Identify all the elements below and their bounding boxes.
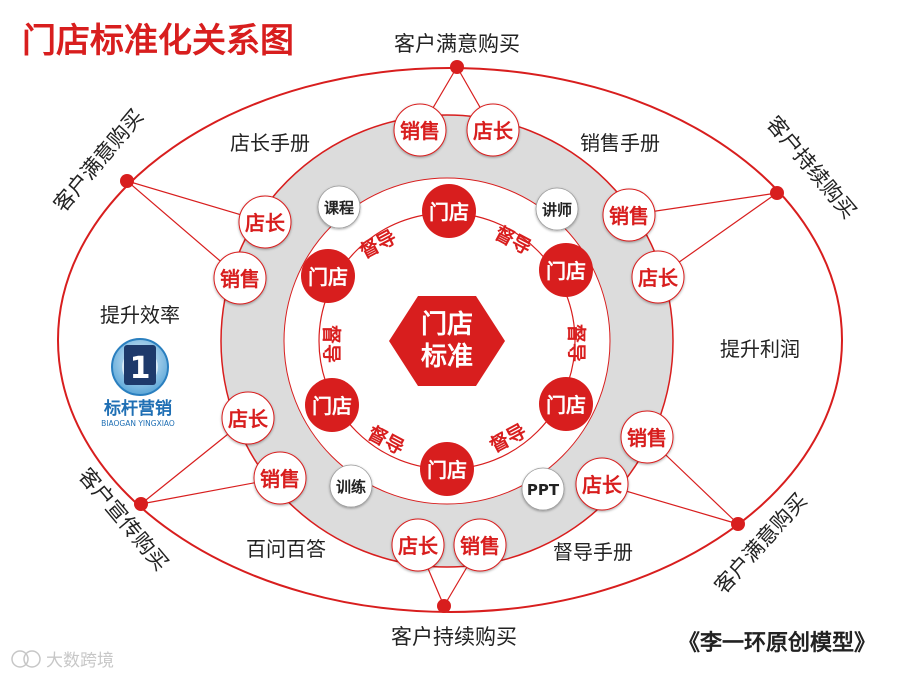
center-hexagon: 门店 标准 [389, 296, 505, 386]
logo-subtext: BIAOGAN YINGXIAO [101, 419, 175, 428]
circle-ppt: PPT [521, 467, 565, 511]
label-manager-manual: 店长手册 [230, 131, 310, 155]
store-nodes: 门店 门店 门店 门店 门店 门店 [301, 184, 593, 496]
svg-text:店长: 店长 [398, 534, 439, 558]
circle-training: 训练 [329, 464, 373, 508]
label-improve-profit: 提升利润 [720, 337, 800, 361]
outer-label-bottom: 客户持续购买 [391, 625, 517, 649]
svg-text:门店: 门店 [546, 259, 586, 283]
center-label-line2: 标准 [421, 342, 473, 372]
store-node-lower-right: 门店 [539, 377, 593, 431]
svg-text:店长: 店长 [582, 473, 623, 497]
store-node-upper-right: 门店 [539, 243, 593, 297]
small-circles: 课程 讲师 训练 PPT [317, 185, 579, 511]
label-sales-manual: 销售手册 [580, 131, 660, 155]
outer-ellipse [57, 67, 843, 613]
badge-manager: 店长 [238, 195, 292, 249]
label-improve-efficiency: 提升效率 [100, 303, 180, 327]
svg-text:销售: 销售 [260, 467, 300, 491]
badge-manager: 店长 [391, 518, 445, 572]
svg-text:销售: 销售 [400, 119, 440, 143]
badge-sales: 销售 [213, 251, 267, 305]
badge-manager: 店长 [221, 391, 275, 445]
logo-digit: 1 [130, 351, 151, 386]
svg-text:门店: 门店 [546, 393, 586, 417]
role-badges: 销售 店长 店长 销售 销售 店长 店长 销售 销售 店长 店长 销售 [213, 103, 685, 572]
outer-label-top: 客户满意购买 [394, 32, 520, 56]
svg-text:门店: 门店 [308, 265, 348, 289]
outer-label-upper-right: 客户持续购买 [762, 112, 861, 224]
connector-dots [120, 60, 784, 613]
label-supervisor-manual: 督导手册 [553, 540, 633, 564]
svg-text:门店: 门店 [429, 200, 469, 224]
svg-text:门店: 门店 [427, 458, 467, 482]
store-node-upper-left: 门店 [301, 249, 355, 303]
badge-sales: 销售 [393, 103, 447, 157]
brand-logo: 1 标杆营销 BIAOGAN YINGXIAO [101, 338, 175, 428]
svg-text:销售: 销售 [220, 267, 260, 291]
circle-lecturer: 讲师 [535, 187, 579, 231]
watermark: 大数跨境 [11, 650, 114, 671]
svg-text:店长: 店长 [245, 211, 286, 235]
svg-text:销售: 销售 [609, 204, 649, 228]
badge-manager: 店长 [575, 457, 629, 511]
svg-text:销售: 销售 [460, 534, 500, 558]
label-hundred-qa: 百问百答 [246, 537, 326, 561]
svg-text:门店: 门店 [312, 394, 352, 418]
supervise-label: 督导 [320, 325, 343, 363]
badge-sales: 销售 [453, 518, 507, 572]
logo-text: 标杆营销 [104, 398, 172, 419]
watermark-text: 大数跨境 [46, 651, 114, 671]
svg-text:店长: 店长 [473, 119, 514, 143]
credit-label: 《李一环原创模型》 [678, 631, 876, 656]
store-node-top: 门店 [422, 184, 476, 238]
badge-manager: 店长 [631, 250, 685, 304]
store-node-lower-left: 门店 [305, 378, 359, 432]
badge-sales: 销售 [620, 410, 674, 464]
badge-manager: 店长 [466, 103, 520, 157]
circle-course: 课程 [317, 185, 361, 229]
supervise-label: 督导 [565, 324, 588, 362]
svg-text:店长: 店长 [228, 407, 269, 431]
svg-text:讲师: 讲师 [542, 201, 572, 219]
svg-text:训练: 训练 [336, 478, 366, 496]
page-title: 门店标准化关系图 [22, 21, 294, 61]
svg-text:课程: 课程 [324, 199, 354, 217]
svg-text:店长: 店长 [638, 266, 679, 290]
outer-label-upper-left: 客户满意购买 [49, 105, 148, 217]
outer-label-lower-left: 客户宣传购买 [74, 464, 173, 576]
store-node-bottom: 门店 [420, 442, 474, 496]
svg-text:PPT: PPT [527, 481, 560, 499]
svg-text:销售: 销售 [627, 426, 667, 450]
center-label-line1: 门店 [421, 310, 473, 340]
badge-sales: 销售 [602, 188, 656, 242]
badge-sales: 销售 [253, 451, 307, 505]
